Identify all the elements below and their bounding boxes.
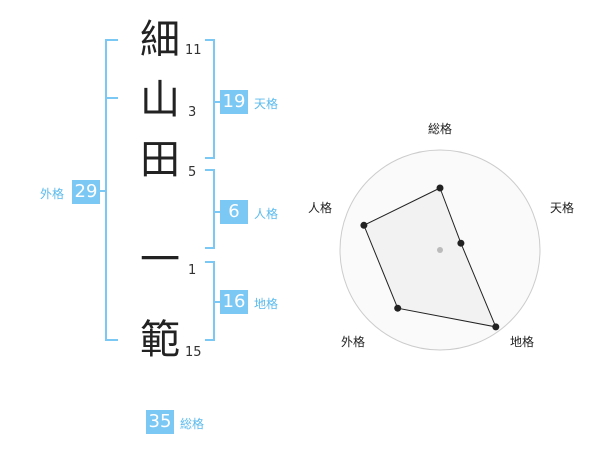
- radar-point-1: [436, 184, 444, 192]
- radar-point-3: [492, 323, 500, 331]
- gaikaku-bracket: [105, 39, 118, 341]
- chikaku-value: 16: [220, 290, 248, 314]
- stroke-count-1: 11: [185, 43, 202, 58]
- radar-point-5: [360, 221, 368, 229]
- name-char-4: 一: [140, 237, 180, 283]
- name-char-1: 細: [140, 17, 180, 63]
- jinkaku-value: 6: [220, 200, 248, 224]
- name-char-2: 山: [140, 77, 180, 123]
- gaikaku-value: 29: [72, 180, 100, 204]
- gaikaku-label: 外格: [40, 187, 65, 201]
- radar-label-chikaku: 地格: [510, 335, 535, 349]
- tenkaku-label: 天格: [254, 97, 279, 111]
- jinkaku-label: 人格: [254, 207, 279, 221]
- stroke-count-4: 1: [188, 263, 197, 278]
- radar-label-soukaku: 総格: [428, 122, 453, 136]
- chikaku-label: 地格: [254, 297, 279, 311]
- jinkaku-bracket: [205, 169, 215, 249]
- chikaku-bracket: [205, 261, 215, 341]
- radar-label-jinkaku: 人格: [308, 201, 333, 215]
- radar-point-2: [457, 239, 465, 247]
- tenkaku-bracket: [205, 39, 215, 159]
- radar-center: [437, 247, 443, 253]
- radar-polygon: [363, 187, 497, 328]
- name-char-3: 田: [140, 137, 180, 183]
- soukaku-value: 35: [146, 410, 174, 434]
- radar-label-gaikaku: 外格: [341, 335, 366, 349]
- radar-label-tenkaku: 天格: [550, 201, 575, 215]
- tenkaku-value: 19: [220, 90, 248, 114]
- stroke-count-5: 15: [185, 345, 202, 360]
- name-char-5: 範: [140, 317, 180, 363]
- radar-point-4: [394, 304, 402, 312]
- stroke-count-2: 3: [188, 105, 197, 120]
- soukaku-label: 総格: [180, 417, 205, 431]
- stroke-count-3: 5: [188, 165, 197, 180]
